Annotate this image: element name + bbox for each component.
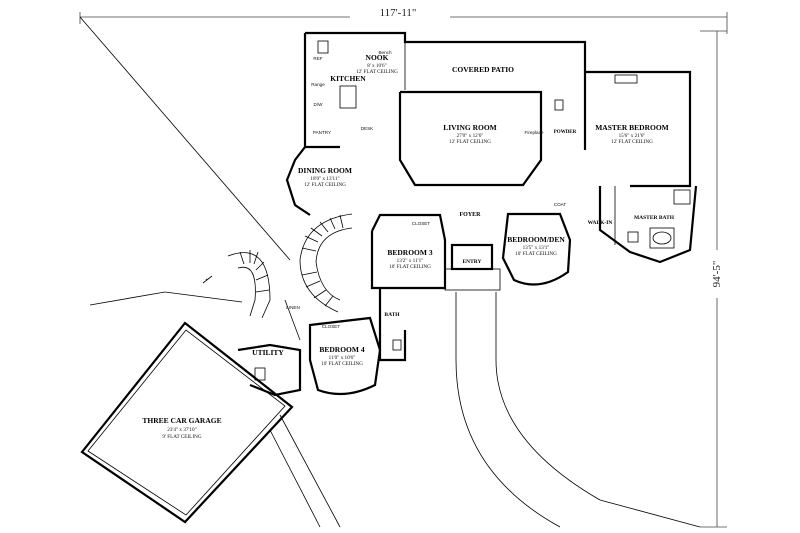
bench-label: Bench [378,50,391,55]
dining-room-size: 18'0" x 13'11" [310,176,339,182]
bedroom-3-ceiling: 10' FLAT CEILING [389,264,431,270]
master-bath-label: MASTER BATH [634,215,675,221]
bedroom-den-ceiling: 10' FLAT CEILING [515,251,557,257]
fireplace-label: Fireplace [525,130,544,135]
dining-room-label: DINING ROOM [298,166,352,175]
closet-b4-label: CLOSET [322,324,341,329]
nook-ceiling: 12' FLAT CEILING [356,69,398,75]
living-room-label: LIVING ROOM [443,123,497,132]
bedroom-4-ceiling: 10' FLAT CEILING [321,361,363,367]
bedroom-den-label: BEDROOM/DEN [507,235,565,244]
linen-label: LINEN [286,305,300,310]
kitchen-label: KITCHEN [330,74,366,83]
bedroom-3-size: 13'2" x 11'1" [397,258,424,264]
entry-label: ENTRY [462,259,481,265]
range-label: Range [311,82,325,87]
stair-treads [239,214,344,307]
coat-label: COAT [554,202,567,207]
bedroom-4-size: 11'0" x 10'6" [329,355,356,361]
bath-label: BATH [384,312,400,318]
desk-label: DESK [361,126,374,131]
foyer-label: FOYER [460,212,482,218]
master-bedroom-ceiling: 12' FLAT CEILING [611,139,653,145]
dining-room-ceiling: 12' FLAT CEILING [304,182,346,188]
garage-label: THREE CAR GARAGE [142,416,221,425]
master-bedroom-size: 15'6" x 21'6" [619,133,646,139]
garage-ceiling: 9' FLAT CEILING [162,434,201,440]
room-labels: NOOK 8' x 10'6" 12' FLAT CEILING KITCHEN… [252,53,675,367]
fixture-labels: CLOSET CLOSET COAT LINEN PANTRY DESK Fir… [286,50,566,329]
bedroom-den-size: 13'5" x 13'1" [523,245,550,251]
bedroom-4-label: BEDROOM 4 [319,345,364,354]
living-room-size: 27'0" x 12'6" [457,133,484,139]
master-bedroom-label: MASTER BEDROOM [595,123,669,132]
svg-text:+: + [205,277,208,282]
dw-label: D/W [314,102,324,107]
width-dimension: 117'-11" [79,6,728,34]
bedroom-3-label: BEDROOM 3 [387,248,432,257]
garage: THREE CAR GARAGE 23'4" x 37'10" 9' FLAT … [80,321,294,524]
width-label: 117'-11" [380,7,417,19]
house-walls [227,31,698,397]
pantry-label: PANTRY [313,130,331,135]
fixtures [254,40,691,381]
garage-size: 23'4" x 37'10" [167,427,196,433]
closet-b3-label: CLOSET [412,221,431,226]
depth-dimension: 94'-5" [700,30,727,528]
utility-label: UTILITY [252,348,284,357]
walk-in-label: WALK-IN [588,220,613,226]
nook-label: NOOK [366,53,389,62]
depth-label: 94'-5" [711,261,723,288]
ref-label: REF [313,56,322,61]
covered-patio-label: COVERED PATIO [452,65,514,74]
living-room-ceiling: 12' FLAT CEILING [449,139,491,145]
nook-size: 8' x 10'6" [367,63,387,69]
powder-label: POWDER [554,130,577,135]
site-lines: + [79,16,701,528]
